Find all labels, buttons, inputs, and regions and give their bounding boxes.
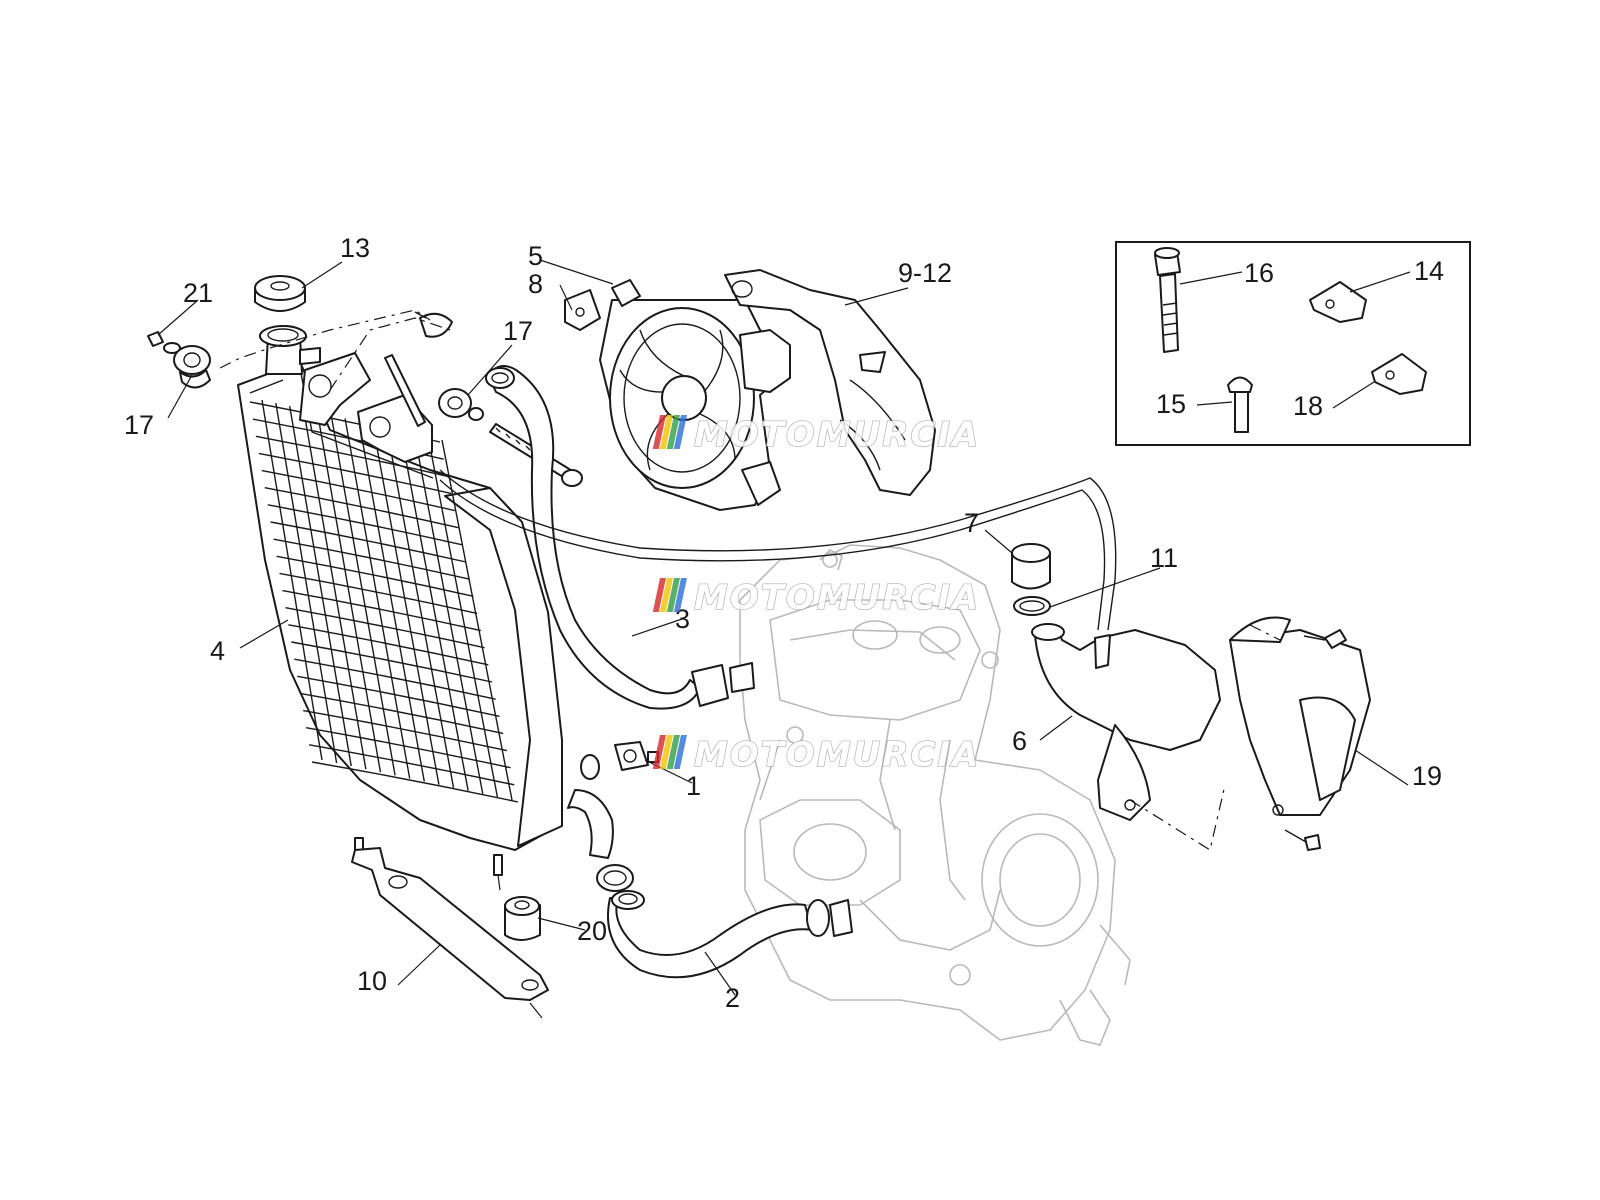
watermark-stripe: [666, 735, 680, 769]
radiator-fin-line: [282, 589, 482, 632]
watermark-stripe: [652, 735, 666, 769]
radiator-fin-line: [297, 675, 500, 717]
watermark-stripe: [659, 578, 673, 612]
watermark-stripe: [673, 578, 687, 612]
watermark-stripe: [659, 415, 673, 449]
radiator-fin-line: [267, 504, 463, 546]
callout-20: 20: [577, 916, 607, 946]
watermark-logo: MOTOMURCIA: [694, 735, 980, 775]
callout-13: 13: [340, 233, 370, 263]
radiator-core-line: [358, 421, 425, 782]
callout-labels: 13 21 17 17 4 5 8 9-12 16 14 15 18 7 11 …: [124, 233, 1444, 1013]
callout-6: 6: [1012, 726, 1027, 756]
left-mount-hardware: [147, 331, 211, 389]
lower-small-hose: [567, 789, 634, 892]
callout-17-right: 17: [503, 316, 533, 346]
lower-hose: [607, 890, 853, 979]
radiator-core-line: [399, 430, 469, 791]
callout-15: 15: [1156, 389, 1186, 419]
overflow-tube: [439, 469, 1117, 631]
radiator-fin-line: [294, 658, 496, 700]
fan-shroud: [724, 269, 936, 496]
temperature-sensor: [580, 741, 659, 780]
hardware-inset: [1115, 241, 1471, 446]
upper-hose: [485, 365, 755, 710]
thermostat-housing: [1011, 543, 1371, 851]
radiator-core-line: [385, 427, 455, 788]
radiator-fin-line: [288, 624, 489, 666]
radiator-fin-line: [285, 607, 485, 649]
radiator-core-line: [330, 415, 396, 776]
callout-11: 11: [1150, 543, 1178, 573]
watermark-stripe: [659, 735, 673, 769]
radiator-core-line: [413, 433, 484, 794]
radiator-fin-line: [273, 538, 470, 580]
radiator-fin-line: [291, 641, 493, 683]
radiator-core-line: [275, 402, 338, 764]
watermark-logo: MOTOMURCIA: [694, 578, 980, 618]
watermark-bottom: MOTOMURCIA: [652, 734, 980, 776]
callout-14: 14: [1414, 256, 1444, 286]
assembly-lines: [219, 309, 1281, 851]
callout-8: 8: [528, 269, 543, 299]
callout-5: 5: [528, 241, 543, 271]
watermark-top: MOTOMURCIA: [652, 414, 980, 456]
overflow-tube-edge: [439, 479, 1106, 631]
engine-ghost: [739, 544, 1131, 1046]
callout-16: 16: [1244, 258, 1274, 288]
callout-7: 7: [964, 508, 979, 538]
watermark-logo: MOTOMURCIA: [694, 415, 980, 455]
watermark-stripe: [652, 578, 666, 612]
radiator-core-line: [344, 418, 411, 779]
leader-lines: [157, 259, 1411, 996]
watermark-stripe: [673, 415, 687, 449]
watermark-stripe: [666, 415, 680, 449]
callout-10: 10: [357, 966, 387, 996]
cooling-fan: [564, 279, 791, 511]
radiator-core-line: [427, 436, 499, 798]
watermark-stripe: [652, 415, 666, 449]
watermark-stripe: [673, 735, 687, 769]
callout-17-left: 17: [124, 410, 154, 440]
radiator-fin-line: [311, 761, 519, 803]
radiator-core-line: [261, 399, 323, 761]
radiator-fin-line: [264, 487, 459, 529]
radiator-fin-line: [270, 521, 467, 563]
callout-2: 2: [725, 983, 740, 1013]
radiator-cap: [254, 275, 307, 347]
callout-18: 18: [1293, 391, 1323, 421]
callout-9-12: 9-12: [898, 258, 952, 288]
watermark-middle: MOTOMURCIA: [652, 577, 980, 619]
callout-21: 21: [183, 278, 213, 308]
callout-19: 19: [1412, 761, 1442, 791]
radiator-fin-line: [279, 572, 478, 615]
callout-1: 1: [686, 771, 701, 801]
lower-bracket: [351, 847, 549, 1019]
radiator-core-line: [289, 406, 352, 767]
radiator-core-line: [441, 439, 513, 801]
radiator-fin-line: [276, 555, 474, 597]
radiator-fins: [249, 399, 519, 803]
radiator: [237, 325, 563, 876]
callout-4: 4: [210, 636, 225, 666]
radiator-core-line: [316, 412, 382, 773]
watermark-stripe: [666, 578, 680, 612]
radiator-core-line: [302, 409, 367, 770]
radiator-core-line: [372, 424, 440, 785]
